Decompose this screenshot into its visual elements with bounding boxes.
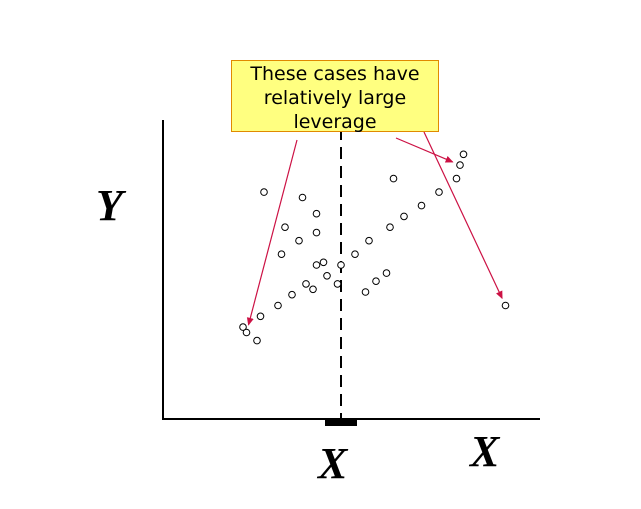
data-point (382, 269, 391, 277)
data-point (309, 285, 317, 294)
high-leverage-point (459, 150, 468, 159)
data-point (302, 280, 310, 288)
data-point (274, 301, 282, 310)
leverage-callout: These cases have relatively large levera… (231, 60, 439, 133)
data-point (312, 228, 321, 237)
data-point (361, 288, 370, 296)
mean-x-label: X (316, 439, 349, 488)
high-leverage-point (242, 328, 251, 337)
callout-line-3: leverage (293, 111, 377, 133)
x-axis-label: X (468, 427, 501, 476)
data-point (365, 236, 373, 245)
data-point (351, 250, 359, 258)
data-point (333, 280, 342, 288)
data-point (386, 223, 394, 231)
data-point (281, 223, 289, 231)
leverage-arrow (246, 139, 298, 326)
leverage-arrow (395, 137, 454, 163)
y-axis-label: Y (96, 181, 127, 230)
data-point (372, 277, 380, 286)
data-point (288, 290, 296, 299)
high-leverage-point (456, 161, 464, 169)
data-point (312, 261, 321, 269)
callout-line-1: These cases have (250, 63, 420, 85)
data-point (253, 336, 261, 345)
data-point (435, 188, 443, 196)
callout-line-2: relatively large (263, 87, 407, 109)
data-point (277, 250, 286, 258)
data-points (239, 150, 510, 345)
data-point (295, 236, 303, 245)
data-point (417, 201, 426, 210)
data-point (256, 312, 265, 321)
high-leverage-point (501, 301, 510, 310)
data-point (323, 272, 331, 280)
data-point (337, 261, 345, 269)
data-point (389, 174, 398, 183)
data-point (400, 212, 408, 221)
data-point (312, 209, 321, 218)
data-point (319, 258, 328, 267)
data-point (452, 174, 461, 183)
data-point (239, 323, 247, 331)
leverage-arrow (423, 131, 503, 300)
mean-x-marker (325, 419, 357, 426)
leverage-arrows (246, 131, 503, 326)
data-point (298, 193, 307, 202)
data-point (260, 188, 268, 196)
